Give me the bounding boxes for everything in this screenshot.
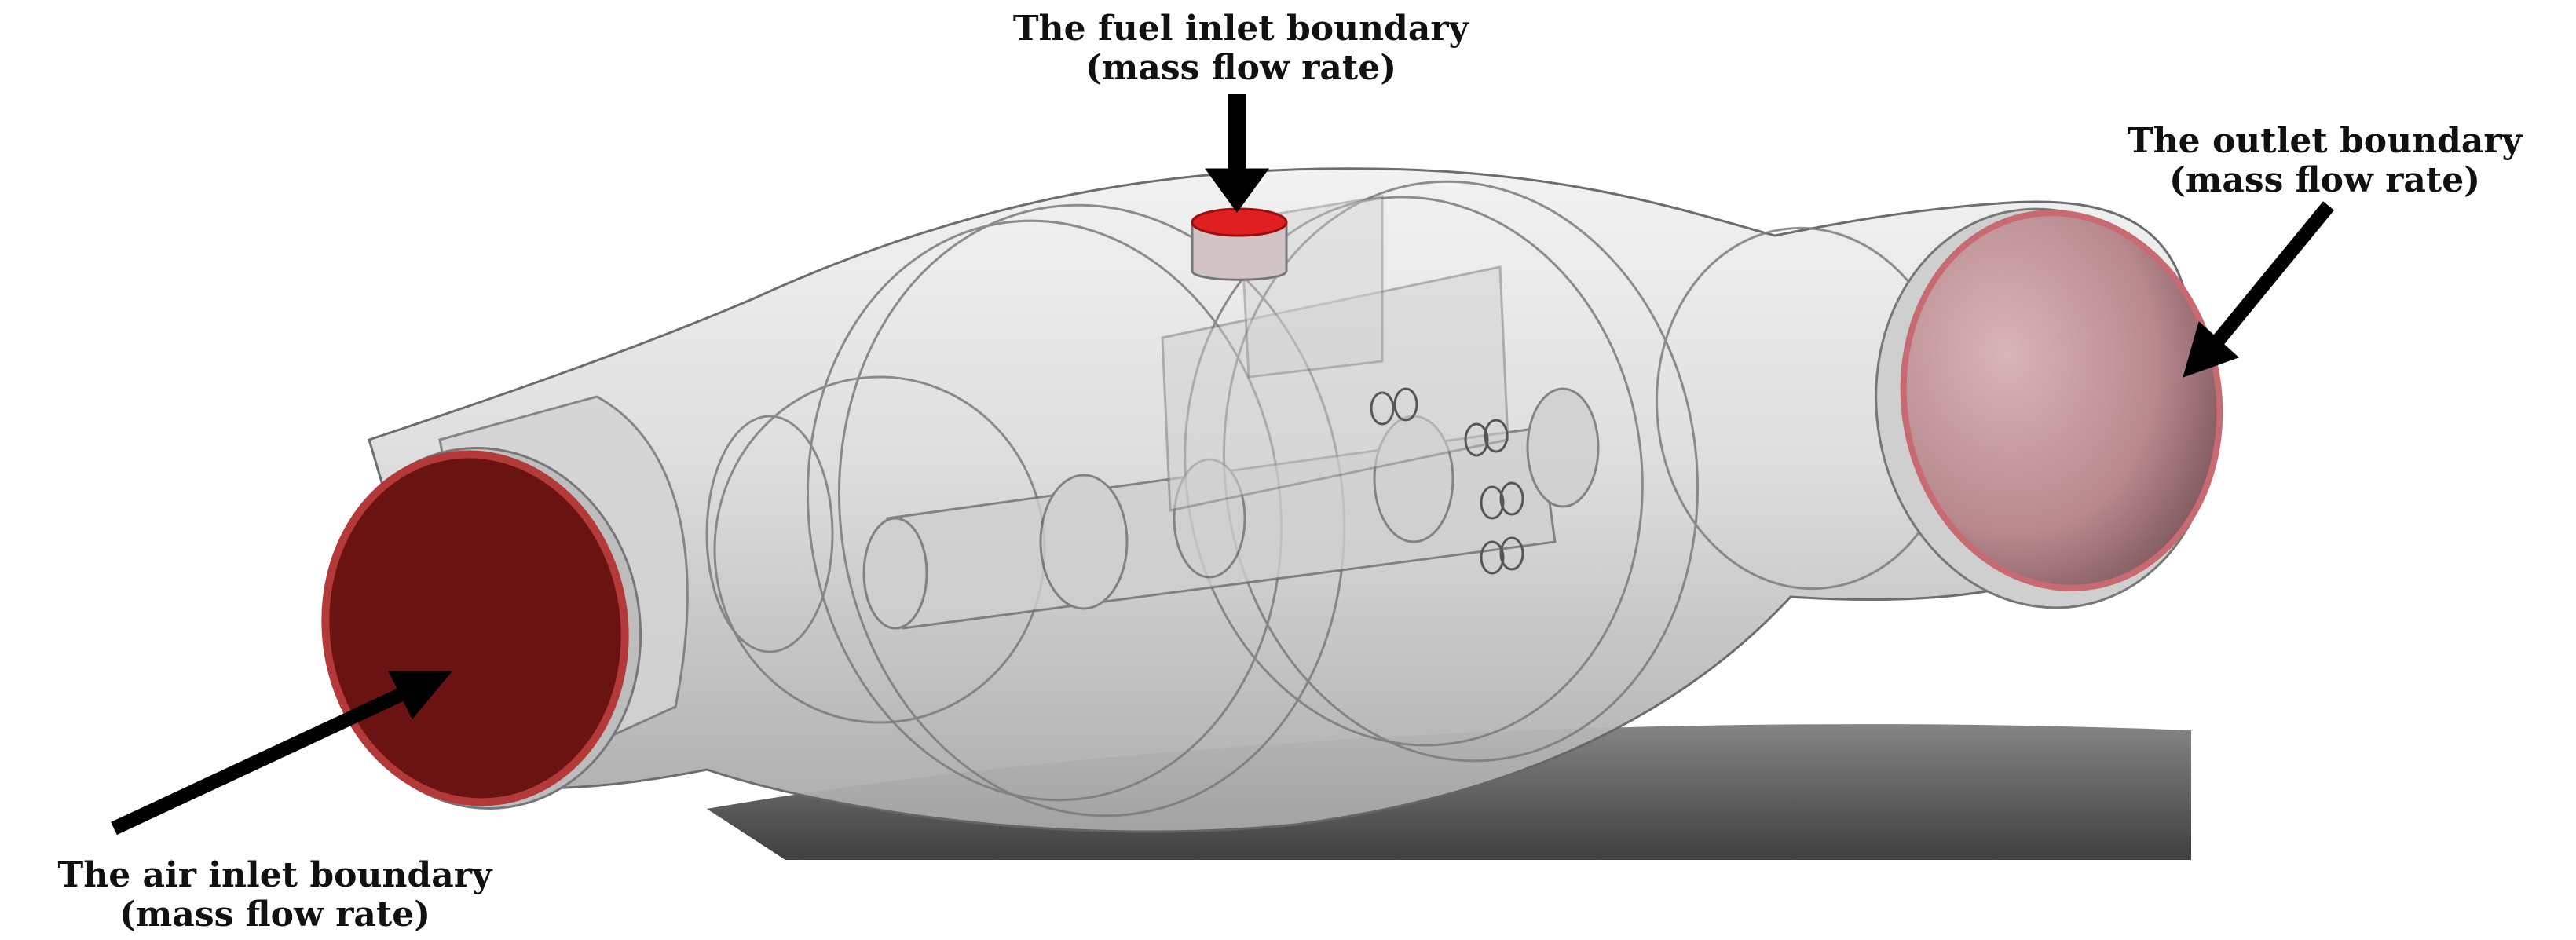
air-inlet-arrow (111, 684, 412, 836)
air-inlet-face-group (321, 447, 642, 810)
outlet-label: The outlet boundary (mass flow rate) (2042, 122, 2576, 200)
fuel-inlet-label: The fuel inlet boundary (mass flow rate) (887, 9, 1594, 88)
outlet-arrow (2205, 201, 2334, 354)
outlet-face-group (1875, 207, 2223, 609)
fuel-inlet-face (1191, 207, 1288, 237)
fuel-inlet-label-line1: The fuel inlet boundary (1012, 9, 1469, 49)
injector-holes (1370, 387, 1524, 575)
air-inlet-label-line2: (mass flow rate) (119, 894, 431, 935)
fuel-inlet-port (1191, 207, 1288, 281)
air-inlet-face (321, 450, 629, 806)
fuel-inlet-label-line2: (mass flow rate) (1085, 48, 1397, 88)
outlet-label-line2: (mass flow rate) (2168, 160, 2481, 200)
outlet-face (1900, 210, 2223, 591)
air-inlet-label-line1: The air inlet boundary (57, 855, 492, 895)
air-inlet-label: The air inlet boundary (mass flow rate) (0, 856, 550, 935)
annotation-arrows (111, 94, 2334, 836)
injector-assembly (862, 195, 1600, 630)
outlet-label-line1: The outlet boundary (2127, 121, 2523, 161)
